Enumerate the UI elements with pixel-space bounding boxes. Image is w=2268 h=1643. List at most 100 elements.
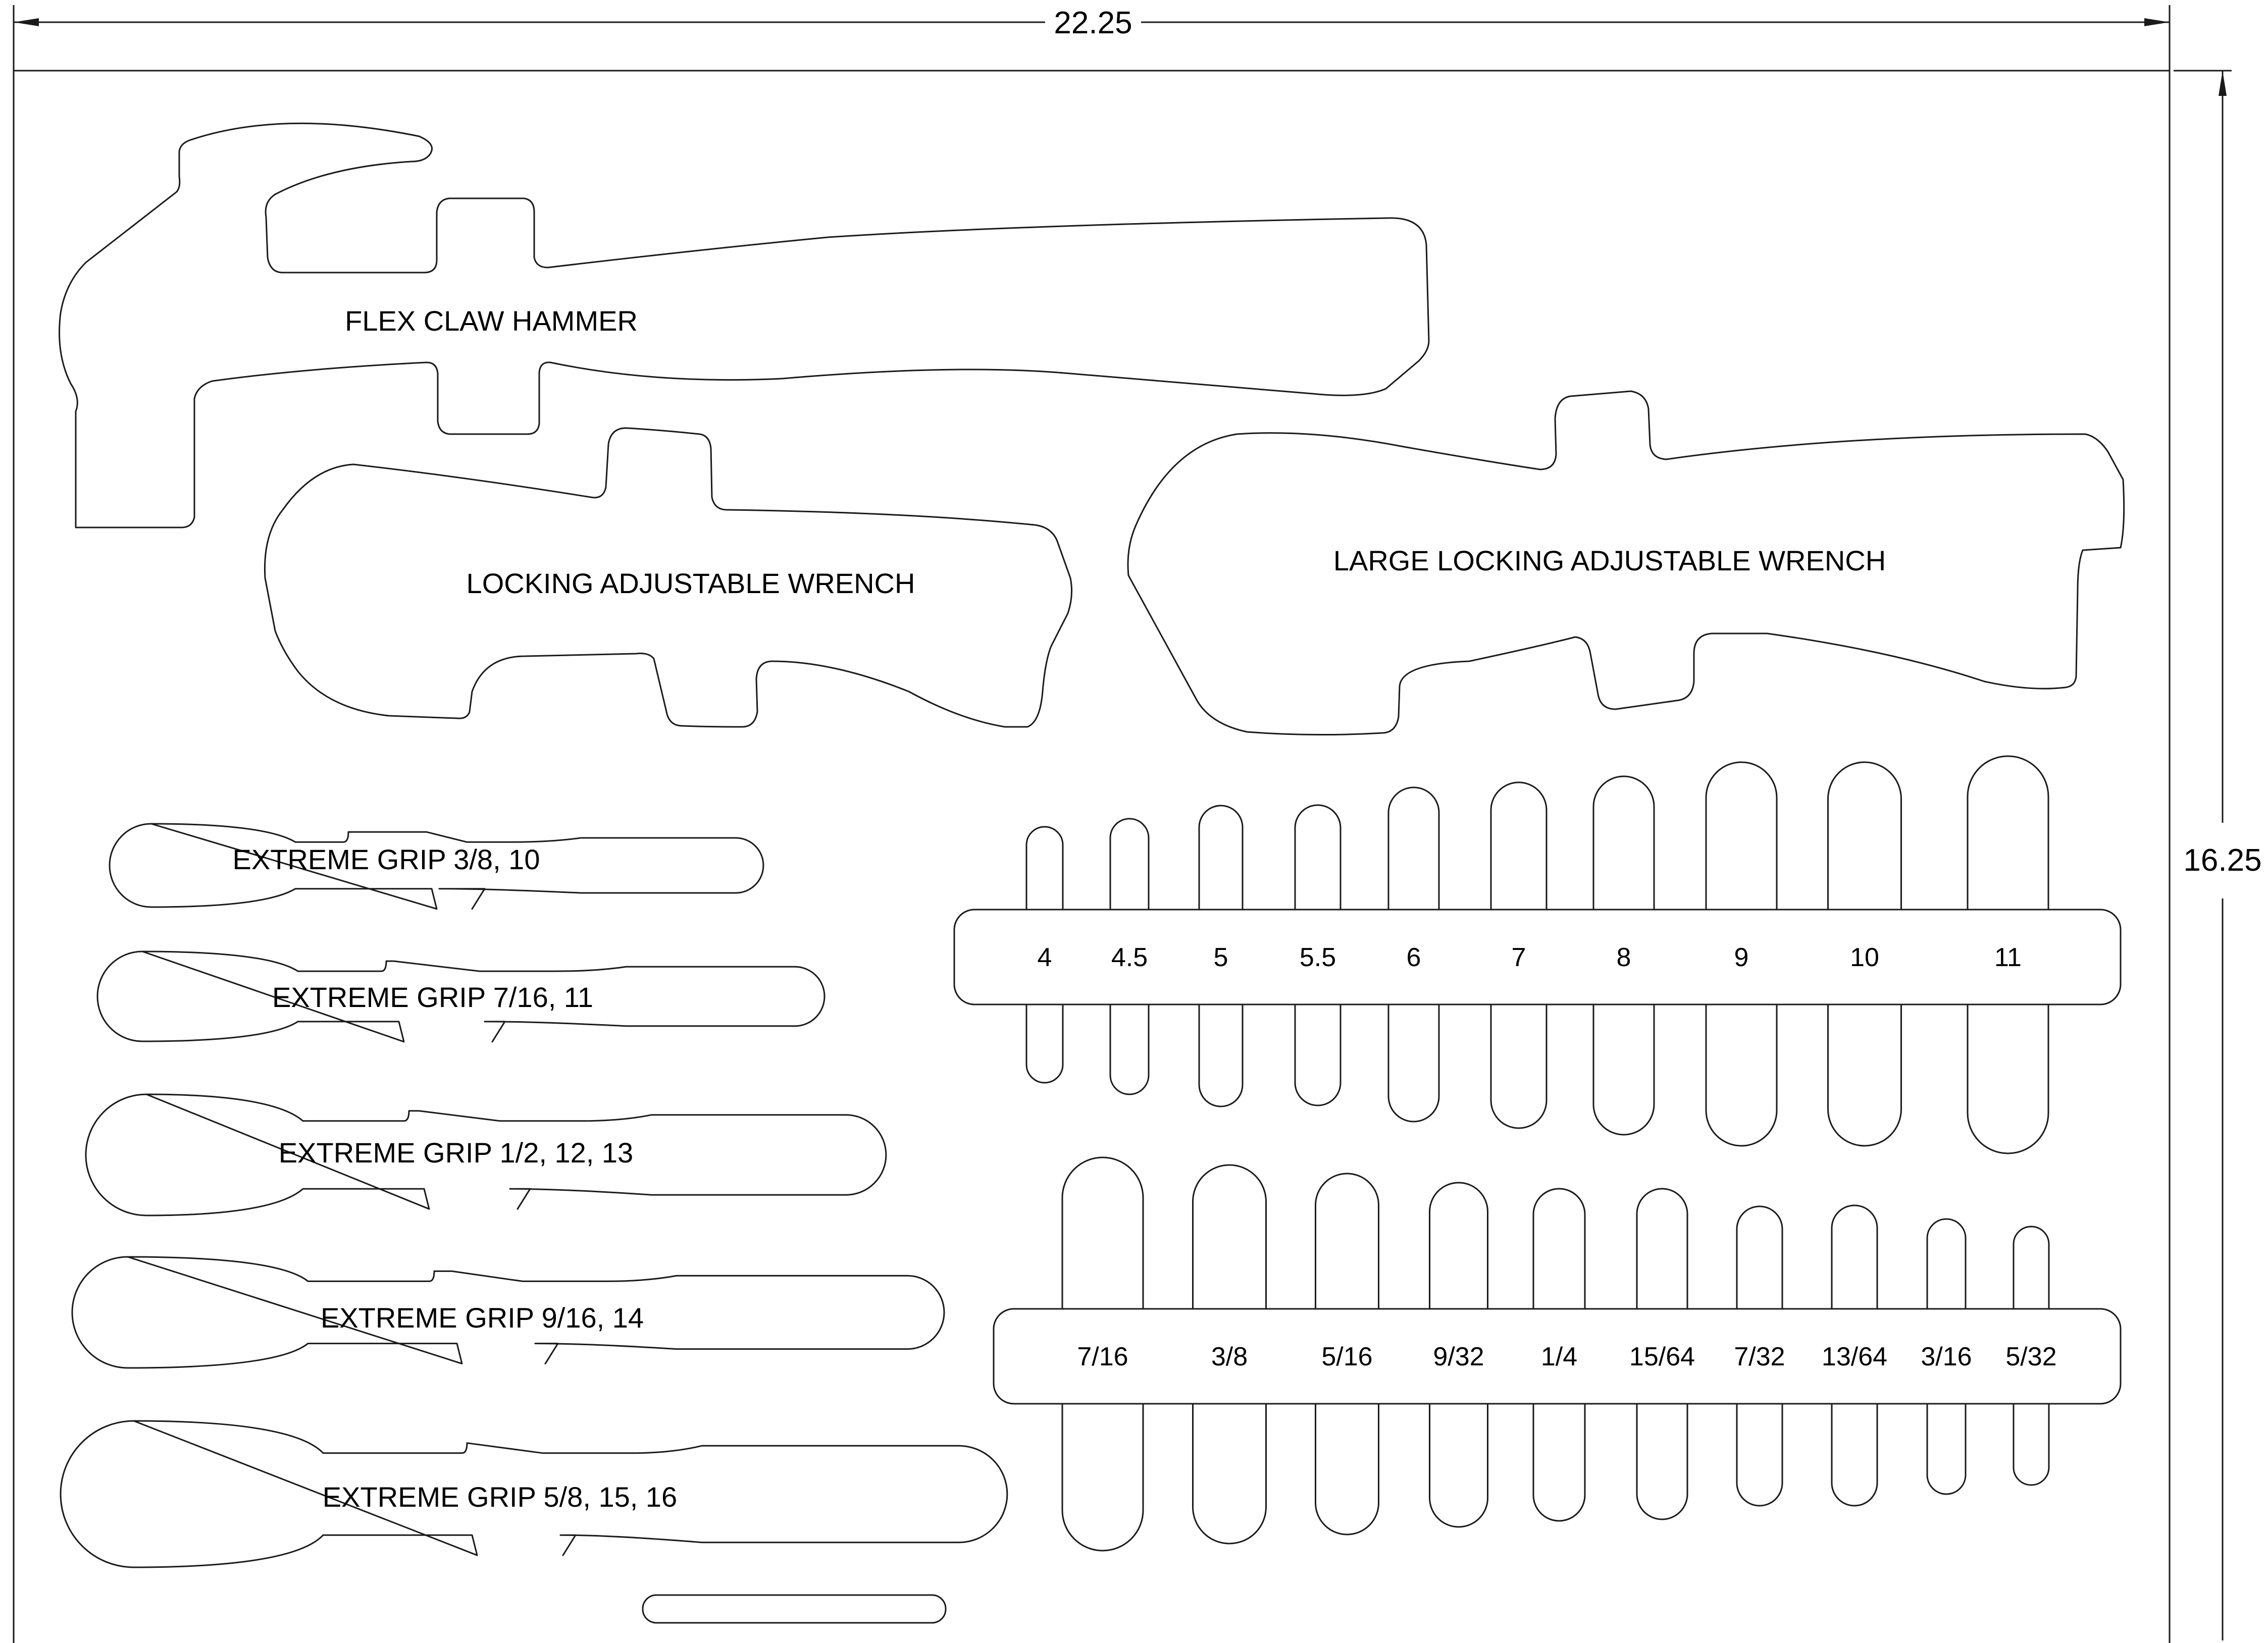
- sae-socket-bottom: [1636, 1403, 1688, 1520]
- sae-socket-rail: 7/16 3/8 5/16 9/32 1/4 15/64 7/32 13/64 3/16 5/32: [993, 1156, 2122, 1552]
- metric-socket-bottom: [1198, 1003, 1244, 1107]
- extreme-grip-5: EXTREME GRIP 5/8, 15, 16: [60, 1420, 1008, 1568]
- sae-size-label: 9/32: [1433, 1342, 1484, 1371]
- locking-adjustable-wrench-cutout: LOCKING ADJUSTABLE WRENCH: [264, 427, 1073, 728]
- metric-socket-bottom: [1705, 1003, 1778, 1147]
- metric-socket-slot: 10: [1827, 761, 1902, 1147]
- metric-socket-slot: 4.5: [1109, 818, 1150, 1095]
- metric-socket-slot: 4: [1025, 826, 1064, 1084]
- large-locking-adjustable-wrench-cutout: LARGE LOCKING ADJUSTABLE WRENCH: [1127, 390, 2125, 736]
- extreme-grip-label: EXTREME GRIP 5/8, 15, 16: [323, 1481, 677, 1513]
- metric-socket-slot: 5: [1198, 805, 1244, 1107]
- extreme-grip-label: EXTREME GRIP 9/16, 14: [321, 1302, 644, 1334]
- metric-socket-bottom: [1592, 1003, 1655, 1136]
- width-dimension: 22.25: [13, 5, 2171, 71]
- extreme-grip-outline: [71, 1256, 945, 1369]
- metric-size-label: 10: [1850, 943, 1879, 972]
- sae-socket-slot: 5/32: [2005, 1226, 2057, 1486]
- metric-socket-top: [1198, 805, 1244, 911]
- metric-socket-top: [1967, 755, 2049, 911]
- sae-socket-top: [1831, 1204, 1878, 1310]
- metric-socket-slot: 7: [1490, 781, 1548, 1129]
- extreme-grip-outline: [109, 823, 764, 910]
- sae-socket-top: [1429, 1182, 1488, 1310]
- metric-socket-top: [1705, 761, 1778, 911]
- metric-size-label: 4.5: [1111, 943, 1148, 972]
- metric-socket-slot: 6: [1387, 786, 1440, 1123]
- large-wrench-label: LARGE LOCKING ADJUSTABLE WRENCH: [1333, 545, 1886, 576]
- metric-size-label: 11: [1994, 943, 2022, 972]
- hammer-label: FLEX CLAW HAMMER: [345, 305, 638, 337]
- sae-socket-bottom: [1736, 1403, 1783, 1507]
- sae-socket-top: [2013, 1226, 2050, 1310]
- extreme-grip-cutouts: EXTREME GRIP 3/8, 10 EXTREME GRIP 7/16, 1…: [60, 823, 1008, 1568]
- sae-socket-top: [1532, 1188, 1586, 1310]
- sae-socket-slot: 7/32: [1734, 1205, 1785, 1507]
- sae-socket-bottom: [1926, 1403, 1967, 1495]
- sae-size-label: 7/16: [1077, 1342, 1128, 1371]
- metric-socket-slot: 5.5: [1294, 804, 1342, 1106]
- sae-socket-top: [1926, 1218, 1967, 1310]
- sae-size-label: 5/16: [1321, 1342, 1372, 1371]
- extreme-grip-1: EXTREME GRIP 3/8, 10: [109, 823, 764, 910]
- metric-size-label: 9: [1734, 943, 1749, 972]
- sae-socket-bottom: [1061, 1403, 1144, 1552]
- metric-socket-slot: 9: [1705, 761, 1778, 1147]
- metric-socket-bottom: [1294, 1003, 1342, 1106]
- metric-socket-slot: 11: [1967, 755, 2049, 1154]
- sae-socket-bottom: [1532, 1403, 1586, 1522]
- extreme-grip-4: EXTREME GRIP 9/16, 14: [71, 1256, 945, 1369]
- metric-size-label: 5.5: [1300, 943, 1336, 972]
- sae-socket-bottom: [2013, 1403, 2050, 1486]
- metric-socket-rail: 4 4.5 5 5.5 6 7 8 9 10 11: [953, 755, 2122, 1154]
- extreme-grip-2: EXTREME GRIP 7/16, 11: [96, 950, 826, 1043]
- metric-socket-top: [1490, 781, 1548, 911]
- small-slot-cutout: [642, 1594, 947, 1624]
- extreme-grip-outline: [60, 1420, 1008, 1568]
- extreme-grip-outline: [85, 1093, 887, 1216]
- sae-socket-top: [1061, 1156, 1144, 1310]
- sae-size-label: 1/4: [1541, 1342, 1577, 1371]
- sae-socket-slot: 5/16: [1315, 1173, 1379, 1535]
- sae-size-label: 3/8: [1211, 1342, 1248, 1371]
- flex-claw-hammer-cutout: FLEX CLAW HAMMER: [59, 122, 1430, 528]
- sae-socket-bottom: [1192, 1403, 1267, 1545]
- metric-socket-slot: 8: [1592, 775, 1655, 1136]
- sae-size-label: 7/32: [1734, 1342, 1785, 1371]
- metric-size-label: 7: [1512, 943, 1526, 972]
- metric-socket-bottom: [1109, 1003, 1150, 1095]
- metric-size-label: 8: [1617, 943, 1631, 972]
- extreme-grip-label: EXTREME GRIP 3/8, 10: [233, 843, 540, 875]
- metric-socket-top: [1025, 826, 1064, 911]
- sae-socket-slot: 13/64: [1822, 1204, 1887, 1507]
- sae-size-label: 13/64: [1822, 1342, 1887, 1371]
- sae-socket-slot: 15/64: [1629, 1188, 1695, 1520]
- metric-socket-top: [1827, 761, 1902, 911]
- height-dimension-label: 16.25: [2183, 843, 2261, 878]
- metric-size-label: 4: [1038, 943, 1052, 972]
- sae-socket-slot: 9/32: [1429, 1182, 1488, 1528]
- panel-border: [13, 70, 2171, 1643]
- extreme-grip-3: EXTREME GRIP 1/2, 12, 13: [85, 1093, 887, 1216]
- metric-rail-bar: [953, 909, 2122, 1005]
- extreme-grip-label: EXTREME GRIP 1/2, 12, 13: [279, 1137, 633, 1169]
- sae-socket-slot: 3/16: [1921, 1218, 1972, 1495]
- sae-socket-top: [1315, 1173, 1379, 1310]
- sae-socket-slot: 7/16: [1061, 1156, 1144, 1552]
- sae-rail-bar: [993, 1308, 2122, 1405]
- metric-socket-bottom: [1967, 1003, 2049, 1154]
- metric-socket-top: [1387, 786, 1440, 911]
- sae-socket-top: [1192, 1164, 1267, 1310]
- metric-size-label: 6: [1407, 943, 1421, 972]
- sae-socket-top: [1636, 1188, 1688, 1310]
- metric-socket-bottom: [1827, 1003, 1902, 1147]
- sae-socket-bottom: [1315, 1403, 1379, 1535]
- sae-socket-bottom: [1831, 1403, 1878, 1507]
- width-dimension-label: 22.25: [1054, 6, 1132, 40]
- metric-socket-top: [1109, 818, 1150, 911]
- sae-socket-slot: 1/4: [1532, 1188, 1586, 1522]
- height-dimension: 16.25: [2174, 70, 2262, 1640]
- extreme-grip-label: EXTREME GRIP 7/16, 11: [272, 981, 593, 1013]
